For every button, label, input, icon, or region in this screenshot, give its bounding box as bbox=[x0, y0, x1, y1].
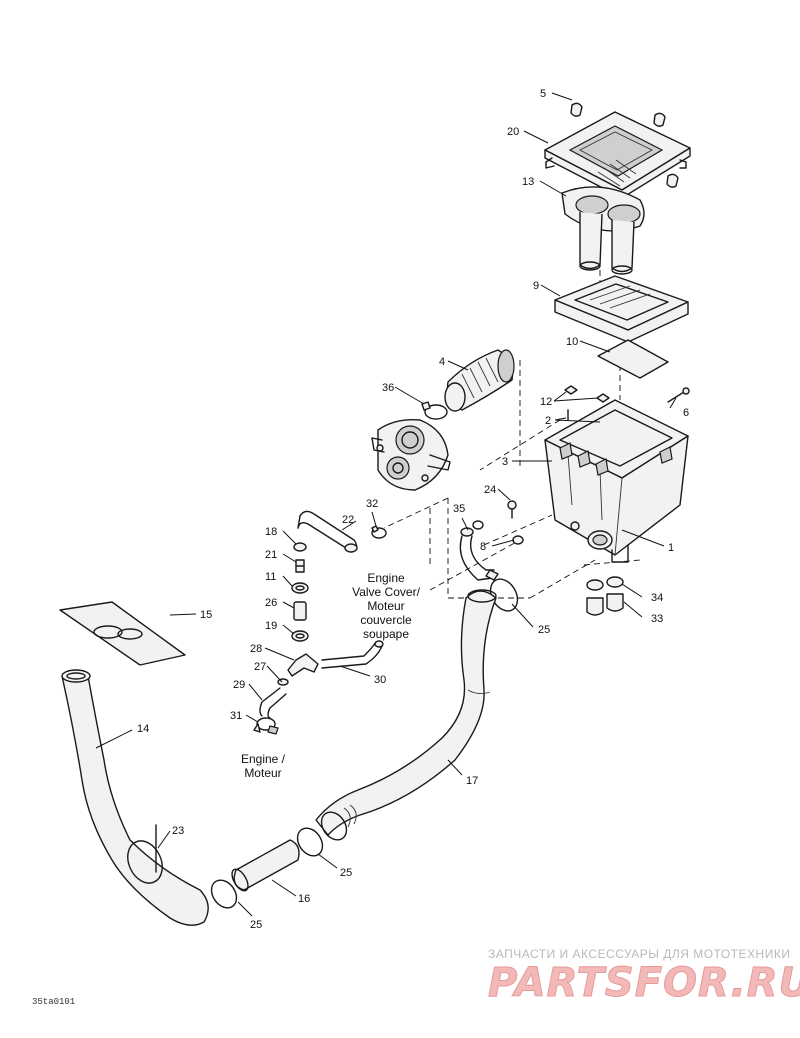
part-34-cap bbox=[586, 576, 624, 591]
callout-5: 5 bbox=[540, 88, 546, 100]
callout-11: 11 bbox=[265, 571, 276, 583]
part-28-tee-fitting bbox=[287, 653, 319, 677]
part-33-cap bbox=[586, 593, 624, 616]
callout-14: 14 bbox=[137, 723, 149, 735]
part-21-fitting bbox=[295, 559, 305, 573]
svg-text:couvercle: couvercle bbox=[360, 613, 412, 627]
part-25-clamp-lower bbox=[210, 879, 238, 909]
part-20-airbox-cover bbox=[544, 111, 691, 199]
svg-text:Moteur: Moteur bbox=[367, 599, 404, 613]
part-18-clamp bbox=[293, 542, 307, 552]
svg-text:Moteur: Moteur bbox=[244, 766, 281, 780]
part-6-screw bbox=[667, 387, 690, 403]
callout-1: 1 bbox=[668, 542, 674, 554]
callout-28: 28 bbox=[250, 643, 262, 655]
callout-23: 23 bbox=[172, 825, 184, 837]
part-23-grommet bbox=[127, 824, 163, 884]
callout-3: 3 bbox=[502, 456, 508, 468]
leader-lines bbox=[95, 92, 677, 917]
svg-text:Engine: Engine bbox=[367, 571, 405, 585]
part-24-screw bbox=[507, 500, 517, 519]
callout-22: 22 bbox=[342, 514, 354, 526]
callout-19: 19 bbox=[265, 620, 277, 632]
part-10-filter bbox=[597, 339, 669, 379]
callout-36: 36 bbox=[382, 382, 394, 394]
svg-text:Valve Cover/: Valve Cover/ bbox=[352, 585, 420, 599]
callout-20: 20 bbox=[507, 126, 519, 138]
part-31-clamp bbox=[253, 717, 279, 735]
callout-33: 33 bbox=[651, 613, 663, 625]
part-5-clips bbox=[570, 102, 679, 188]
watermark-tagline: ЗАПЧАСТИ И АКСЕССУАРЫ ДЛЯ МОТОТЕХНИКИ bbox=[488, 947, 790, 961]
callout-35: 35 bbox=[453, 503, 465, 515]
callout-31: 31 bbox=[230, 710, 242, 722]
watermark-logo: PARTSFOR.RU bbox=[488, 960, 800, 1006]
callout-15: 15 bbox=[200, 609, 212, 621]
callout-21: 21 bbox=[265, 549, 277, 561]
watermark: ЗАПЧАСТИ И АКСЕССУАРЫ ДЛЯ МОТОТЕХНИКИ PA… bbox=[488, 947, 800, 1007]
callout-29: 29 bbox=[233, 679, 245, 691]
assembly-guide-lines bbox=[383, 230, 641, 599]
part-11-clamp bbox=[291, 582, 309, 594]
svg-text:soupape: soupape bbox=[363, 627, 409, 641]
callout-27: 27 bbox=[254, 661, 266, 673]
callout-32: 32 bbox=[366, 498, 378, 510]
callout-labels: 5 20 13 9 10 4 36 12 6 2 3 24 1 32 22 35… bbox=[137, 88, 689, 931]
part-30-hose bbox=[321, 640, 384, 669]
callout-2: 2 bbox=[545, 415, 551, 427]
part-19-clamp bbox=[291, 630, 309, 642]
part-12-nut bbox=[564, 385, 610, 425]
part-13-velocity-stacks bbox=[561, 186, 645, 275]
throttle-body bbox=[371, 419, 451, 491]
part-14-long-duct bbox=[61, 669, 209, 926]
callout-24: 24 bbox=[484, 484, 496, 496]
part-22-hose bbox=[297, 510, 358, 553]
part-32-clamp bbox=[371, 525, 387, 539]
callout-17: 17 bbox=[466, 775, 478, 787]
part-4-intake-boot bbox=[444, 349, 515, 412]
callout-25: 25 bbox=[340, 867, 352, 879]
callout-12: 12 bbox=[540, 396, 552, 408]
part-8-clamp bbox=[512, 535, 524, 545]
callout-18: 18 bbox=[265, 526, 277, 538]
callout-13: 13 bbox=[522, 176, 534, 188]
callout-34: 34 bbox=[651, 592, 663, 604]
callout-30: 30 bbox=[374, 674, 386, 686]
callout-9: 9 bbox=[533, 280, 539, 292]
note-engine-valve-cover: Engine Valve Cover/ Moteur couvercle sou… bbox=[352, 571, 420, 641]
callout-8: 8 bbox=[480, 541, 486, 553]
callout-6: 6 bbox=[683, 407, 689, 419]
part-29-hose bbox=[259, 687, 287, 719]
svg-text:Engine /: Engine / bbox=[241, 752, 286, 766]
callout-4: 4 bbox=[439, 356, 445, 368]
drawing-code: 35ta0101 bbox=[32, 997, 75, 1007]
callout-16: 16 bbox=[298, 893, 310, 905]
callout-10: 10 bbox=[566, 336, 578, 348]
callout-26: 26 bbox=[265, 597, 277, 609]
part-26-hose bbox=[293, 601, 307, 621]
callout-25: 25 bbox=[538, 624, 550, 636]
part-16-connector-hose bbox=[231, 839, 300, 892]
part-9-filter-frame bbox=[554, 275, 689, 343]
callout-25: 25 bbox=[250, 919, 262, 931]
part-35-hose bbox=[459, 520, 495, 581]
part-15-plate bbox=[59, 601, 186, 666]
note-engine: Engine / Moteur bbox=[241, 752, 286, 780]
part-17-intake-duct bbox=[315, 589, 497, 836]
part-36-clamp bbox=[421, 401, 448, 420]
part-1-airbox-body bbox=[544, 399, 689, 563]
